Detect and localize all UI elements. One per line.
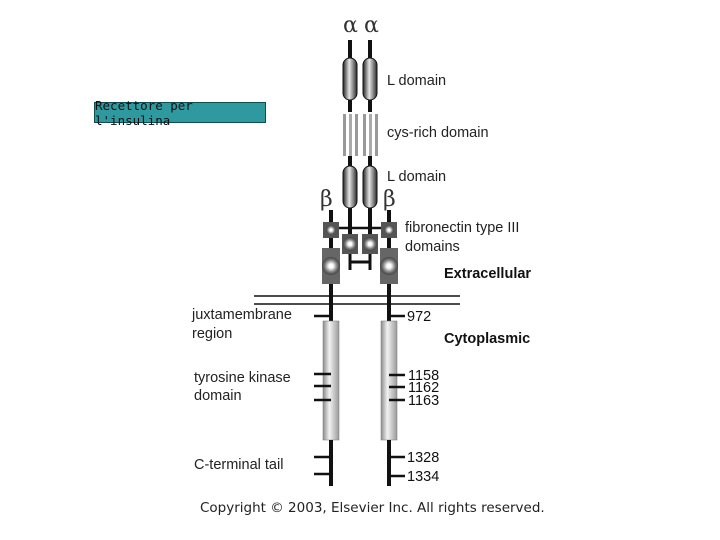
fibronectin-label-line1: fibronectin type III	[405, 220, 519, 236]
cell-membrane	[254, 296, 460, 304]
alpha-fibronectin-domains	[336, 228, 384, 270]
residue-label: 1163	[408, 393, 439, 409]
alpha-chain-left	[343, 40, 358, 236]
l-domain-bottom-label: L domain	[387, 169, 446, 185]
juxtamembrane-label-line1: juxtamembrane	[191, 307, 292, 323]
tyrosine-kinase-label-line2: domain	[194, 388, 242, 404]
slide-title-badge: Recettore per l'insulina	[94, 102, 266, 123]
fibronectin-label-line2: domains	[405, 239, 460, 255]
beta-chain-left	[322, 210, 340, 486]
alpha-chain-right	[363, 40, 378, 236]
residue-label: 1334	[407, 469, 439, 485]
c-terminal-tail-label: C-terminal tail	[194, 457, 283, 473]
tyrosine-kinase-label-line1: tyrosine kinase	[194, 370, 291, 386]
alpha-label-left: α	[343, 13, 358, 38]
juxtamembrane-label-line2: region	[192, 326, 232, 342]
cys-rich-domain-label: cys-rich domain	[387, 125, 489, 141]
residue-label: 1328	[407, 450, 439, 466]
extracellular-label: Extracellular	[444, 266, 531, 282]
residue-label: 972	[407, 309, 431, 325]
alpha-label-right: α	[364, 13, 379, 38]
beta-chain-right	[380, 210, 398, 486]
beta-label-right: β	[383, 187, 396, 212]
copyright-notice: Copyright © 2003, Elsevier Inc. All righ…	[200, 500, 545, 516]
beta-label-left: β	[320, 187, 333, 212]
cytoplasmic-label: Cytoplasmic	[444, 331, 530, 347]
l-domain-top-label: L domain	[387, 73, 446, 89]
